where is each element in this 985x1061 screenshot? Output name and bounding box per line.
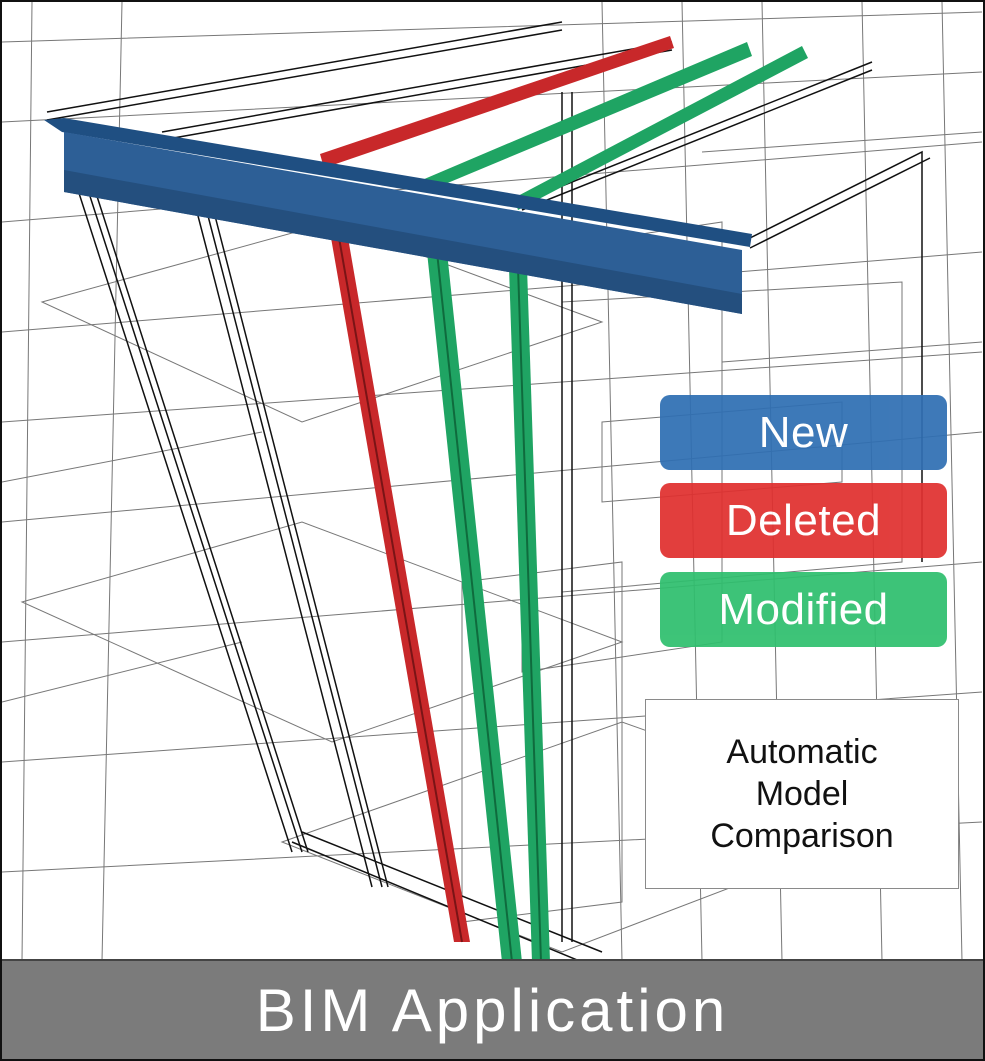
legend-modified-badge: Modified	[660, 572, 947, 647]
legend-new-badge: New	[660, 395, 947, 470]
legend-deleted-badge: Deleted	[660, 483, 947, 558]
model-viewport[interactable]	[2, 2, 983, 961]
modified-beams[interactable]	[422, 42, 808, 961]
new-beam[interactable]	[44, 118, 752, 314]
wireframe-model-canvas[interactable]	[2, 2, 983, 961]
app-title-bar: BIM Application	[2, 959, 983, 1059]
app-title: BIM Application	[255, 976, 730, 1044]
automatic-model-comparison-label: Automatic Model Comparison	[645, 699, 959, 889]
deleted-beam[interactable]	[320, 36, 674, 943]
